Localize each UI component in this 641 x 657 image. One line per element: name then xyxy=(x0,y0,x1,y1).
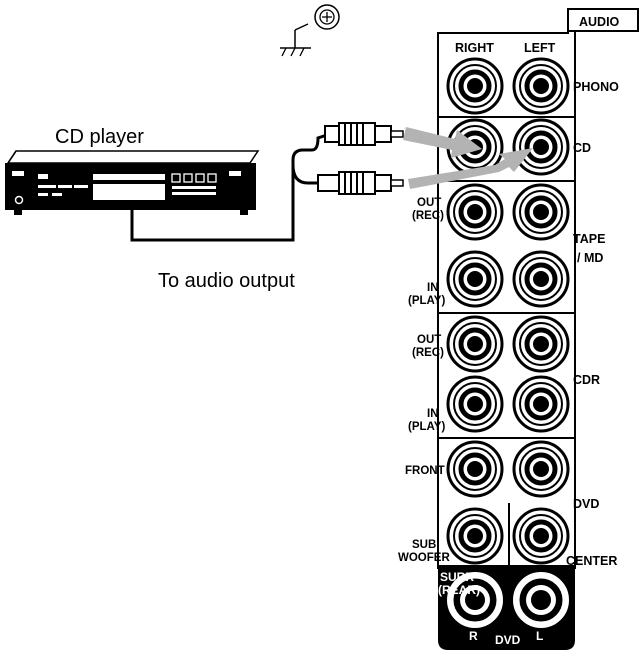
tape-out-left-jack[interactable] xyxy=(514,185,568,239)
surr-label: SURR xyxy=(440,570,474,584)
cdr-in-label: IN xyxy=(427,408,439,420)
rca-plug-lower xyxy=(317,171,404,195)
ground-symbol-icon xyxy=(280,23,311,57)
phono-left-jack[interactable] xyxy=(514,59,568,113)
phono-label: PHONO xyxy=(573,80,619,94)
tape-play-label: (PLAY) xyxy=(408,295,445,307)
tape-out-right-jack[interactable] xyxy=(448,185,502,239)
cdr-label: CDR xyxy=(573,373,600,387)
connection-arrow-upper xyxy=(403,127,482,158)
cd-player-icon xyxy=(5,150,260,215)
dvd-front-left-jack[interactable] xyxy=(514,442,568,496)
rca-plug-upper xyxy=(324,122,404,146)
cd-label: CD xyxy=(573,141,591,155)
cdr-in-left-jack[interactable] xyxy=(514,377,568,431)
phono-right-jack[interactable] xyxy=(448,59,502,113)
surr-left-jack[interactable] xyxy=(513,572,569,628)
right-column-label: RIGHT xyxy=(455,41,494,55)
dvd-label: DVD xyxy=(573,497,599,511)
sub-label: SUB xyxy=(412,539,436,551)
dvd-front-jack[interactable] xyxy=(448,442,502,496)
center-jack[interactable] xyxy=(514,509,568,563)
rear-label: (REAR) xyxy=(438,583,480,597)
woofer-label: WOOFER xyxy=(398,552,450,564)
tape-in-left-jack[interactable] xyxy=(514,252,568,306)
audio-header: AUDIO xyxy=(579,15,620,29)
cd-left-jack[interactable] xyxy=(514,120,568,174)
audio-output-caption: To audio output xyxy=(158,270,295,292)
cdr-out-right-jack[interactable] xyxy=(448,317,502,371)
left-column-label: LEFT xyxy=(524,41,556,55)
cdr-out-label: OUT xyxy=(417,334,441,346)
audio-cable xyxy=(130,132,331,242)
center-label: CENTER xyxy=(566,554,617,568)
front-label: FRONT xyxy=(405,465,445,477)
tape-in-label: IN xyxy=(427,282,439,294)
tape-in-right-jack[interactable] xyxy=(448,252,502,306)
bottom-r-label: R xyxy=(469,629,478,643)
tape-rec-label: (REC) xyxy=(412,210,444,222)
cdr-in-right-jack[interactable] xyxy=(448,377,502,431)
tape-label: TAPE xyxy=(573,232,605,246)
connection-arrow-lower xyxy=(408,148,533,189)
cdr-out-left-jack[interactable] xyxy=(514,317,568,371)
tape-out-label: OUT xyxy=(417,197,441,209)
bottom-l-label: L xyxy=(536,629,543,643)
cdr-play-label: (PLAY) xyxy=(408,421,445,433)
bottom-dvd-label: DVD xyxy=(495,633,521,647)
md-label: / MD xyxy=(577,251,603,265)
cdr-rec-label: (REC) xyxy=(412,347,444,359)
screw-terminal-icon xyxy=(314,4,340,30)
device-name-label: CD player xyxy=(55,126,144,148)
subwoofer-jack[interactable] xyxy=(448,509,502,563)
